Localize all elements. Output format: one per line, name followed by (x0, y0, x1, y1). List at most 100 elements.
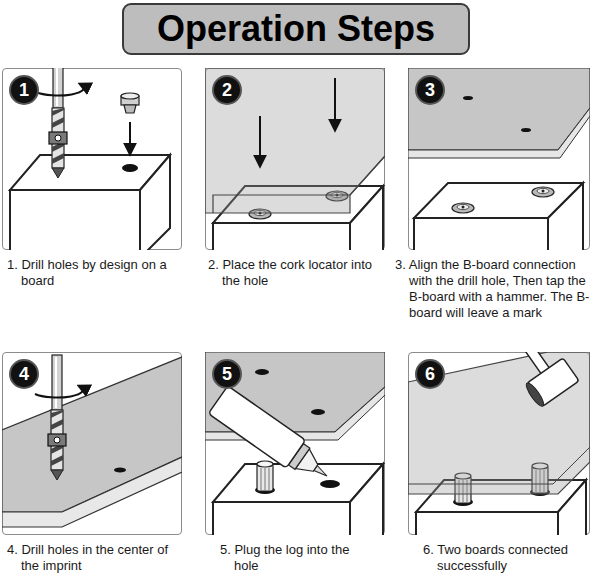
step-illustration-part (530, 463, 550, 496)
step-illustration (408, 312, 590, 542)
step-panel: 2. Place the cork locator into the hole2 (205, 68, 385, 250)
step-number: 5 (222, 364, 232, 385)
b-board-part (2, 357, 182, 512)
b-board-part (205, 352, 385, 432)
b-board (2, 357, 182, 527)
step-number: 1 (19, 80, 29, 101)
step-illustration (2, 355, 182, 527)
b-board-part (2, 457, 182, 527)
step-panel: 1. Drill holes by design on a board1 (2, 68, 182, 250)
b-board-part (521, 128, 531, 132)
step-number-badge: 5 (212, 359, 242, 389)
cork-locator (121, 93, 139, 113)
wood-board-part (416, 480, 586, 512)
b-board-part (114, 468, 126, 473)
step-illustration-part (35, 355, 83, 480)
b-board-part (213, 156, 385, 213)
wood-board-part (10, 155, 170, 190)
wood-board-part (213, 502, 350, 542)
hammer-part (524, 381, 547, 409)
wood-board-part (414, 218, 548, 258)
step-caption: 1. Drill holes by design on a board (7, 257, 172, 289)
step-illustration-part (326, 191, 348, 201)
wood-board-part (122, 164, 138, 172)
wood-board (213, 186, 383, 258)
b-board-part (255, 369, 269, 375)
glue-bottle-part (296, 449, 323, 478)
step-panel: 3. Align the B-board connection with the… (408, 68, 590, 250)
hammer-part (527, 358, 579, 406)
wood-board-part (140, 155, 170, 258)
step-panel: 5. Plug the log into the hole5 (205, 352, 385, 535)
b-board-part (205, 387, 385, 440)
step-panel: 6. Two boards connected successfully6 (408, 352, 590, 535)
title-text: Operation Steps (157, 8, 435, 50)
cork-locator-part (121, 96, 139, 105)
step-number: 4 (19, 364, 29, 385)
step-illustration (408, 68, 590, 258)
step-number-badge: 1 (9, 75, 39, 105)
wood-board-part (213, 186, 383, 223)
wood-board (10, 155, 170, 258)
glue-bottle-part (288, 444, 309, 470)
step-number: 2 (222, 80, 232, 101)
step-illustration-part (249, 209, 271, 219)
step-illustration-part (255, 461, 275, 494)
b-board (408, 352, 590, 494)
wood-board-part (350, 464, 383, 542)
title-box: Operation Steps (122, 3, 470, 55)
arrow (129, 122, 131, 154)
wood-board (213, 464, 383, 542)
b-board-part (408, 447, 590, 484)
step-illustration (205, 68, 385, 258)
wood-board-part (416, 512, 558, 542)
wood-board-part (10, 190, 140, 258)
step-caption: 4. Drill holes in the center of the impr… (7, 542, 182, 574)
b-board-part (408, 68, 590, 150)
step-caption: 6. Two boards connected successfully (423, 542, 593, 574)
wood-board-part (350, 186, 383, 258)
wood-board (414, 183, 583, 258)
b-board (205, 68, 385, 213)
b-board (205, 352, 385, 440)
wood-board-part (213, 223, 350, 258)
b-board-part (205, 68, 385, 213)
step-illustration (205, 352, 385, 542)
step-number-badge: 3 (415, 75, 445, 105)
wood-board-part (213, 464, 383, 502)
arrow (334, 78, 336, 130)
step-panel: 4. Drill holes in the center of the impr… (2, 352, 182, 535)
step-caption: 3. Align the B-board connection with the… (395, 257, 599, 321)
b-board-part (311, 409, 325, 415)
glue-bottle-part (314, 466, 329, 479)
step-number: 3 (425, 80, 435, 101)
glue-bottle-part (208, 386, 305, 468)
step-caption: 2. Place the cork locator into the hole (208, 257, 378, 289)
arrow (259, 116, 261, 166)
step-illustration-part (453, 473, 473, 506)
step-number-badge: 2 (212, 75, 242, 105)
step-caption: 5. Plug the log into the hole (220, 542, 370, 574)
step-number: 6 (425, 364, 435, 385)
cork-locator-part (124, 105, 136, 113)
wood-board (416, 480, 586, 542)
b-board-part (408, 352, 590, 494)
step-illustration (10, 53, 170, 258)
step-illustration-part (452, 203, 474, 213)
wood-board-part (320, 480, 340, 488)
wood-board-part (558, 480, 586, 542)
step-number-badge: 4 (9, 359, 39, 389)
wood-board-part (414, 183, 583, 218)
glue-bottle (208, 386, 336, 490)
cork-locator-part (121, 93, 139, 99)
b-board-part (408, 108, 590, 158)
step-number-badge: 6 (415, 359, 445, 389)
wood-board-part (548, 183, 583, 258)
hammer (492, 312, 579, 408)
b-board-part (463, 96, 473, 100)
hammer-part (509, 322, 550, 375)
b-board (408, 68, 590, 158)
step-illustration-part (36, 53, 84, 178)
